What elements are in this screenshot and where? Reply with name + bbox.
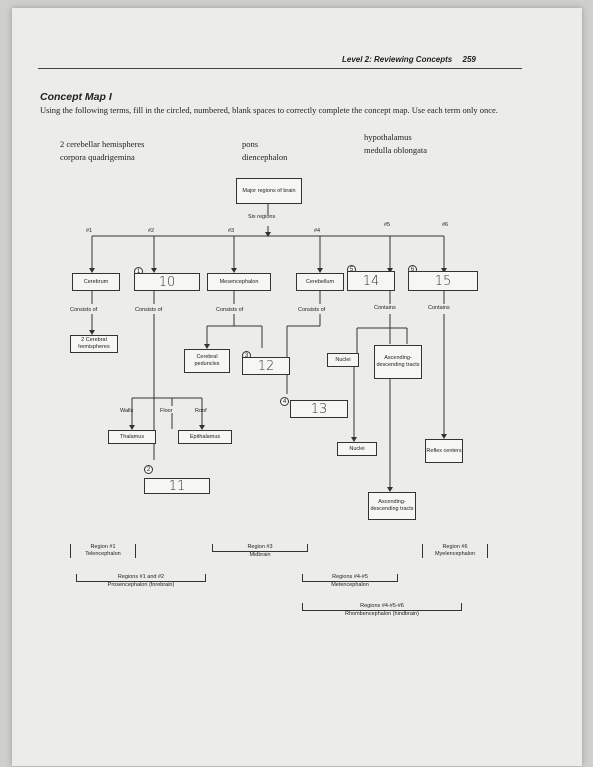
answer-1: 10 — [158, 274, 176, 290]
region-num-4: #4 — [314, 228, 321, 234]
answer-3: 12 — [257, 358, 275, 374]
link-contains-5: Contains — [374, 305, 396, 311]
bracket-r45-name: Metencephalon — [331, 582, 369, 588]
node-nuclei-2: Nuclei — [337, 442, 377, 456]
label-six-regions: Six regions — [248, 214, 276, 220]
term-3: pons — [242, 139, 259, 149]
node-reflex-centers: Reflex centers — [425, 439, 463, 463]
blank-1: 10 — [134, 273, 200, 291]
bracket-r1-name: Telencephalon — [85, 551, 121, 557]
bracket-regions-1-2: Regions #1 and #2 Prosencephalon (forebr… — [76, 574, 206, 589]
region-num-5: #5 — [384, 222, 391, 228]
node-epithalamus: Epithalamus — [178, 430, 232, 444]
term-4: diencephalon — [242, 152, 288, 162]
blank-2: 11 — [144, 478, 210, 494]
bracket-r3-title: Region #3 — [212, 544, 308, 552]
node-nuclei-1: Nuclei — [327, 353, 359, 367]
node-major-regions: Major regions of brain — [236, 178, 302, 204]
blank-4: 13 — [290, 400, 348, 418]
bracket-regions-4-5: Regions #4-#5 Metencephalon — [302, 574, 398, 589]
blank-5: 14 — [347, 271, 395, 291]
bracket-region-3: Region #3 Midbrain — [212, 544, 308, 559]
circle-2: 2 — [144, 465, 153, 474]
bracket-region-6: Region #6 Myelencephalon — [422, 544, 488, 558]
term-2: corpora quadrigemina — [60, 152, 135, 162]
node-ascending-descending-tracts-2: Ascending-descending tracts — [368, 492, 416, 520]
bracket-r12-name: Prosencephalon (forebrain) — [107, 582, 175, 588]
region-num-2: #2 — [148, 228, 155, 234]
bracket-r456-title: Regions #4-#5-#6 — [302, 603, 462, 611]
region-num-3: #3 — [228, 228, 235, 234]
term-6: medulla oblongata — [364, 145, 428, 155]
answer-6: 15 — [434, 273, 452, 289]
term-5: hypothalamus — [364, 132, 412, 142]
node-cerebral-peduncles: Cerebral peduncles — [184, 349, 230, 373]
blank-3: 12 — [242, 357, 290, 375]
bracket-r6-title: Region #6 — [442, 544, 468, 550]
header-rule — [38, 68, 522, 69]
instructions: Using the following terms, fill in the c… — [40, 105, 498, 115]
running-header: Level 2: Reviewing Concepts 259 — [342, 55, 476, 64]
node-cerebellum: Cerebellum — [296, 273, 344, 291]
page-number: 259 — [462, 55, 476, 64]
answer-5: 14 — [362, 273, 380, 289]
node-2-cerebral-hemispheres: 2 Cerebral hemispheres — [70, 335, 118, 353]
bracket-r45-title: Regions #4-#5 — [302, 574, 398, 582]
answer-4: 13 — [310, 401, 328, 417]
link-consists-of-2: Consists of — [135, 307, 163, 313]
blank-6: 15 — [408, 271, 478, 291]
running-header-text: Level 2: Reviewing Concepts — [342, 55, 453, 64]
link-consists-of-4: Consists of — [298, 307, 326, 313]
node-cerebrum: Cerebrum — [72, 273, 120, 291]
region-num-1: #1 — [86, 228, 93, 234]
link-contains-6: Contains — [428, 305, 450, 311]
bracket-r1-title: Region #1 — [90, 544, 116, 550]
bracket-r12-title: Regions #1 and #2 — [76, 574, 206, 582]
section-title: Concept Map I — [40, 91, 112, 103]
answer-2: 11 — [168, 478, 186, 494]
link-consists-of-1: Consists of — [70, 307, 98, 313]
bracket-regions-4-5-6: Regions #4-#5-#6 Rhombencephalon (hindbr… — [302, 603, 462, 618]
label-floor: Floor — [160, 408, 173, 414]
link-consists-of-3: Consists of — [216, 307, 244, 313]
region-num-6: #6 — [442, 222, 449, 228]
bracket-region-1: Region #1 Telencephalon — [70, 544, 136, 558]
node-mesencephalon: Mesencephalon — [207, 273, 271, 291]
term-1: 2 cerebellar hemispheres — [60, 139, 145, 149]
bracket-r6-name: Myelencephalon — [434, 551, 476, 557]
bracket-r456-name: Rhombencephalon (hindbrain) — [345, 611, 419, 617]
node-thalamus: Thalamus — [108, 430, 156, 444]
label-roof: Roof — [195, 408, 207, 414]
bracket-r3-name: Midbrain — [249, 552, 271, 558]
concept-map-lines — [89, 204, 447, 492]
circle-4: 4 — [280, 397, 289, 406]
worksheet-page: Level 2: Reviewing Concepts 259 Concept … — [12, 8, 582, 766]
label-walls: Walls — [120, 408, 134, 414]
node-ascending-descending-tracts-1: Ascending-descending tracts — [374, 345, 422, 379]
